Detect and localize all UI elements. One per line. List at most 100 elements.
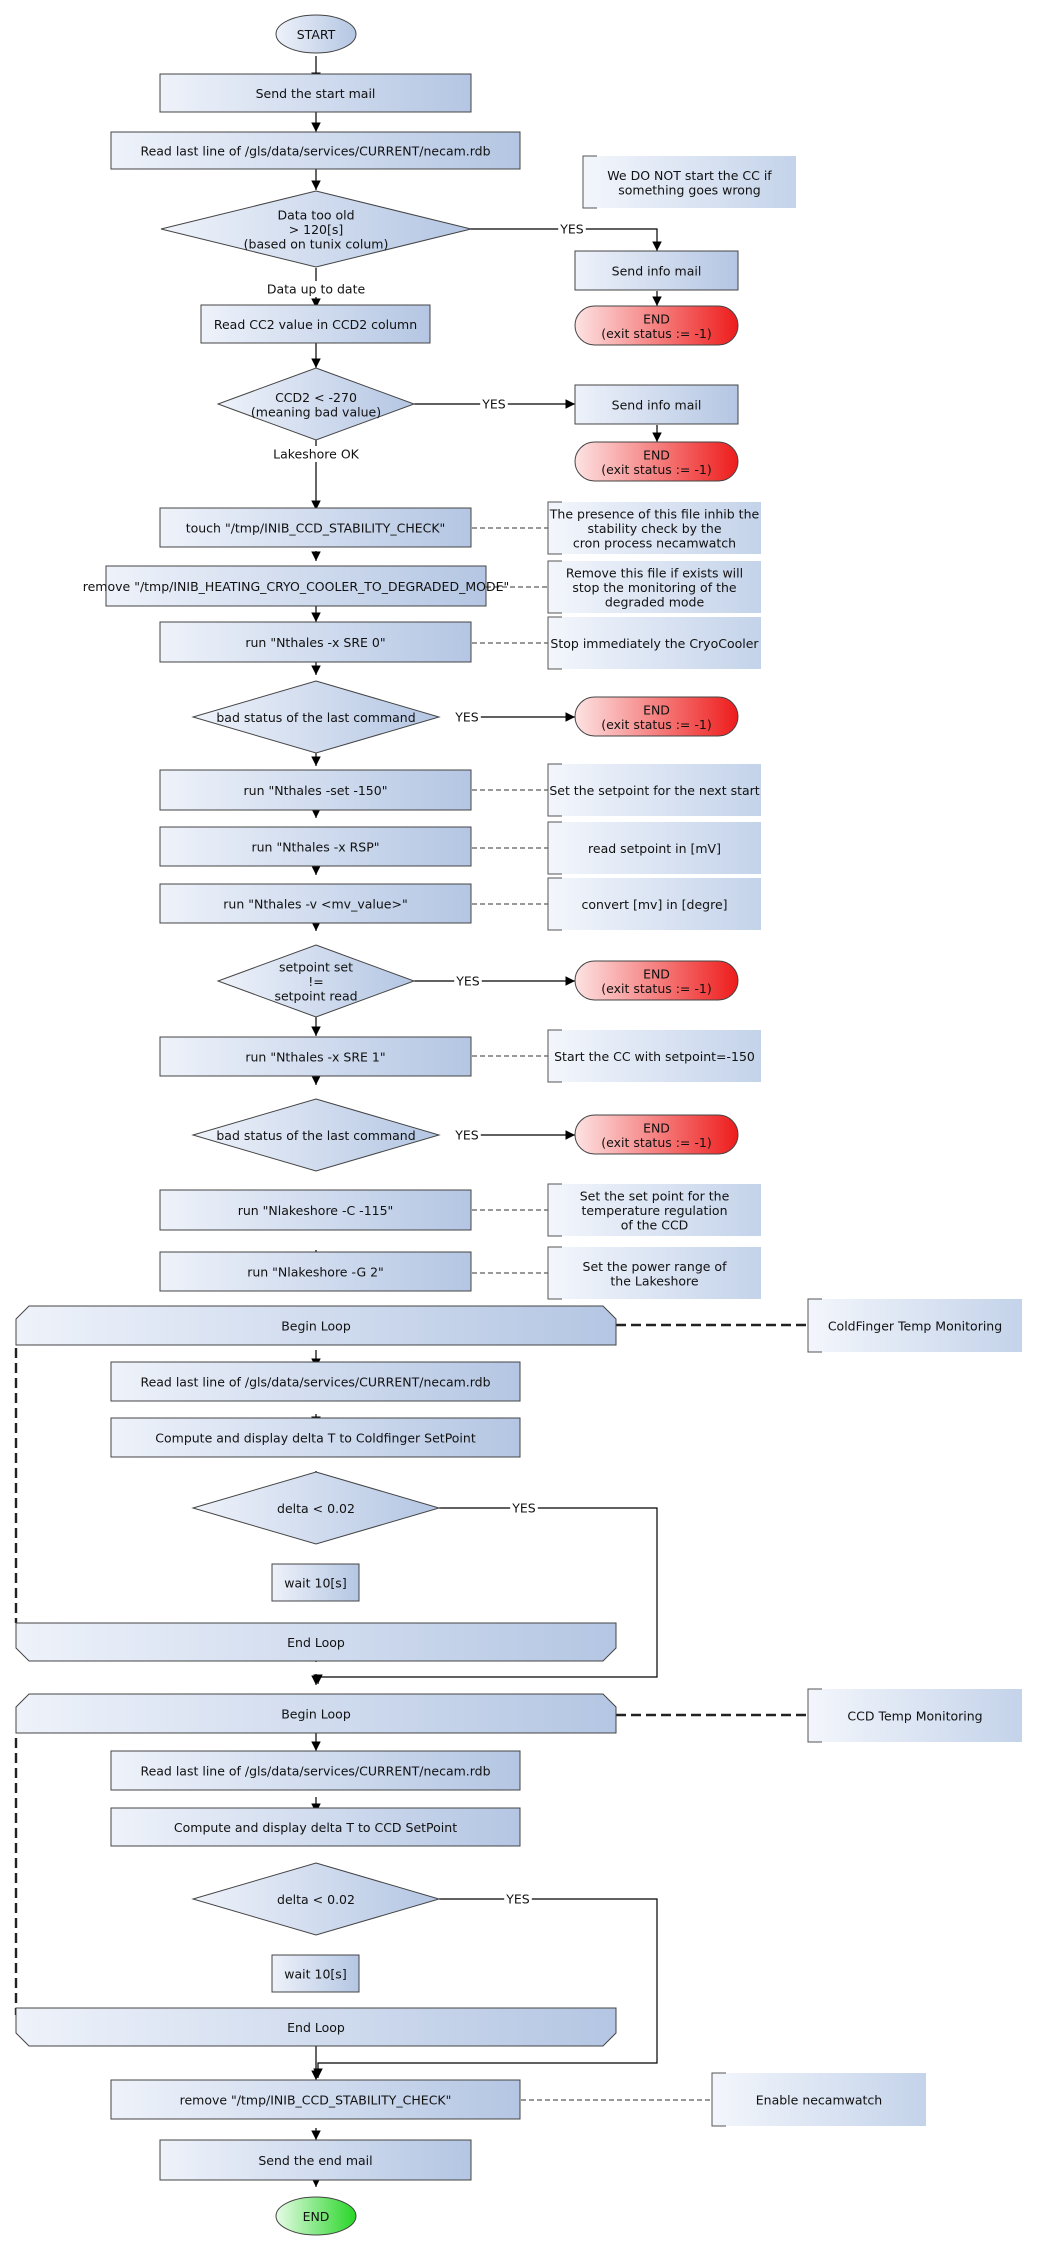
loop1-wait-box: wait 10[s] [271,1563,360,1602]
note-enable-watch: Enable necamwatch [711,2072,926,2127]
run-mv-box-label: run "Nthales -v <mv_value>" [223,896,407,911]
end-error-1-label: END(exit status := -1) [601,311,711,341]
setpoint-decision: setpoint set!=setpoint read [216,944,416,1018]
note-read-setpoint: read setpoint in [mV] [547,821,761,875]
yes-label: YES [505,1892,530,1907]
start-mail-box: Send the start mail [159,73,472,113]
note-setpoint-next: Set the setpoint for the next start [547,763,761,817]
run-mv-box: run "Nthales -v <mv_value>" [159,883,472,924]
loop1-delta-decision: delta < 0.02 [191,1471,441,1545]
yes-label: YES [511,1501,536,1516]
loop2-delta-decision: delta < 0.02 [191,1862,441,1936]
run-rsp-box: run "Nthales -x RSP" [159,826,472,867]
read-last-line-box: Read last line of /gls/data/services/CUR… [110,131,521,170]
end-mail-box-label: Send the end mail [258,2153,372,2168]
remove-heating-box: remove "/tmp/INIB_HEATING_CRYO_COOLER_TO… [83,565,509,607]
loop2-compute-box-label: Compute and display delta T to CCD SetPo… [174,1820,457,1835]
yes-label: YES [559,222,584,237]
loop2-end-label: End Loop [287,2020,345,2035]
note-coldfinger-mon: ColdFinger Temp Monitoring [807,1298,1022,1353]
read-last-line-box-label: Read last line of /gls/data/services/CUR… [140,143,490,158]
bad-status-2-decision: bad status of the last command [191,1098,441,1172]
loop2-read-box: Read last line of /gls/data/services/CUR… [110,1750,521,1791]
start-node: START [275,14,357,54]
end-node-label: END [303,2209,330,2224]
remove-stability-box-label: remove "/tmp/INIB_CCD_STABILITY_CHECK" [180,2092,452,2107]
loop1-compute-box-label: Compute and display delta T to Coldfinge… [155,1430,476,1445]
note-read-setpoint-label: read setpoint in [mV] [588,841,721,856]
run-sre0-box: run "Nthales -x SRE 0" [159,621,472,663]
note-setpoint-next-label: Set the setpoint for the next start [549,783,759,798]
info-mail-1-box: Send info mail [574,250,739,291]
run-sre1-box-label: run "Nthales -x SRE 1" [245,1049,385,1064]
run-sre1-box: run "Nthales -x SRE 1" [159,1036,472,1077]
run-lake-c-box-label: run "Nlakeshore -C -115" [238,1203,394,1218]
touch-stability-box-label: touch "/tmp/INIB_CCD_STABILITY_CHECK" [186,520,446,535]
loop2-wait-box-label: wait 10[s] [284,1966,346,1981]
data-too-old-decision-label: Data too old> 120[s](based on tunix colu… [244,207,389,251]
loop1-compute-box: Compute and display delta T to Coldfinge… [110,1417,521,1458]
loop1-end-label: End Loop [287,1635,345,1650]
start-node-label: START [297,27,336,42]
end-error-3: END(exit status := -1) [574,696,739,737]
yes-label: YES [455,974,480,989]
loop2-end: End Loop [15,2007,617,2047]
connector [313,1898,658,2078]
start-mail-box-label: Send the start mail [256,86,376,101]
loop1-read-box: Read last line of /gls/data/services/CUR… [110,1361,521,1402]
end-node: END [275,2196,357,2236]
loop2-delta-decision-label: delta < 0.02 [277,1892,355,1907]
note-stop-cc: Stop immediately the CryoCooler [547,616,761,670]
run-lake-g-box: run "Nlakeshore -G 2" [159,1251,472,1292]
data-too-old-decision: Data too old> 120[s](based on tunix colu… [160,190,472,268]
loop2-read-box-label: Read last line of /gls/data/services/CUR… [140,1763,490,1778]
bad-status-2-decision-label: bad status of the last command [216,1128,415,1143]
connector [313,1507,658,1684]
end-error-1: END(exit status := -1) [574,305,739,346]
loop2-begin: Begin Loop [15,1693,617,1734]
loop1-begin-label: Begin Loop [281,1318,351,1333]
run-set150-box-label: run "Nthales -set -150" [244,783,388,798]
end-error-4-label: END(exit status := -1) [601,966,711,996]
yes-label: YES [481,397,506,412]
yes-label: YES [454,1128,479,1143]
note-start-cc: Start the CC with setpoint=-150 [547,1029,761,1083]
ccd2-decision: CCD2 < -270(meaning bad value) [216,367,416,441]
read-cc2-box: Read CC2 value in CCD2 column [200,304,431,344]
end-error-2-label: END(exit status := -1) [601,447,711,477]
remove-stability-box: remove "/tmp/INIB_CCD_STABILITY_CHECK" [110,2079,521,2120]
data-up-to-date-label: Data up to date [267,282,366,297]
end-error-3-label: END(exit status := -1) [601,702,711,732]
ccd2-decision-label: CCD2 < -270(meaning bad value) [251,389,381,419]
info-mail-1-box-label: Send info mail [612,263,702,278]
run-sre0-box-label: run "Nthales -x SRE 0" [245,635,385,650]
run-lake-g-box-label: run "Nlakeshore -G 2" [247,1264,384,1279]
yes-label: YES [454,710,479,725]
note-start-cc-label: Start the CC with setpoint=-150 [554,1049,755,1064]
loop2-compute-box: Compute and display delta T to CCD SetPo… [110,1807,521,1847]
bad-status-1-decision-label: bad status of the last command [216,710,415,725]
lakeshore-ok-label: Lakeshore OK [273,447,360,462]
run-rsp-box-label: run "Nthales -x RSP" [252,839,380,854]
note-coldfinger-mon-label: ColdFinger Temp Monitoring [828,1318,1002,1333]
loop2-begin-label: Begin Loop [281,1706,351,1721]
note-enable-watch-label: Enable necamwatch [756,2092,882,2107]
note-convert: convert [mv] in [degre] [547,877,761,931]
end-error-5-label: END(exit status := -1) [601,1120,711,1150]
loop2-wait-box: wait 10[s] [271,1954,360,1993]
info-mail-2-box: Send info mail [574,384,739,425]
run-set150-box: run "Nthales -set -150" [159,769,472,811]
remove-heating-box-label: remove "/tmp/INIB_HEATING_CRYO_COOLER_TO… [83,579,509,594]
loop1-end: End Loop [15,1622,617,1662]
